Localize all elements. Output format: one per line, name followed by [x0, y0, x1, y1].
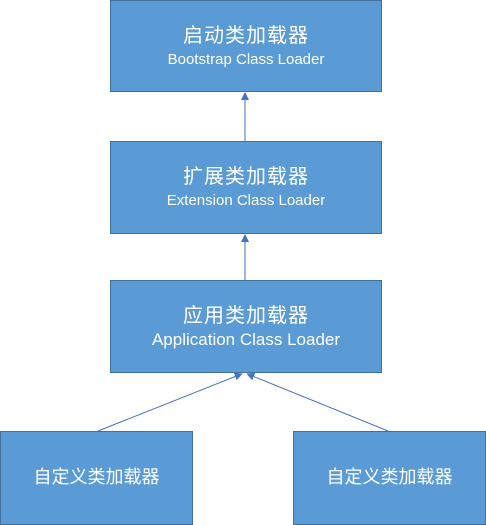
- bootstrap-subtitle: Bootstrap Class Loader: [167, 50, 325, 68]
- application-class-loader-box: 应用类加载器 Application Class Loader: [110, 280, 382, 373]
- arrow-custom-left-to-application: [97, 372, 243, 432]
- application-title: 应用类加载器: [183, 303, 309, 327]
- bootstrap-class-loader-box: 启动类加载器 Bootstrap Class Loader: [110, 0, 382, 92]
- bootstrap-title: 启动类加载器: [183, 22, 309, 47]
- custom-class-loader-box-right: 自定义类加载器: [293, 431, 486, 525]
- custom-left-title: 自定义类加载器: [33, 467, 160, 488]
- custom-right-title: 自定义类加载器: [326, 467, 453, 488]
- extension-title: 扩展类加载器: [183, 164, 309, 188]
- extension-class-loader-box: 扩展类加载器 Extension Class Loader: [110, 141, 382, 234]
- extension-subtitle: Extension Class Loader: [166, 192, 326, 209]
- custom-class-loader-box-left: 自定义类加载器: [0, 431, 193, 525]
- arrow-custom-right-to-application: [246, 372, 389, 432]
- application-subtitle: Application Class Loader: [151, 330, 341, 349]
